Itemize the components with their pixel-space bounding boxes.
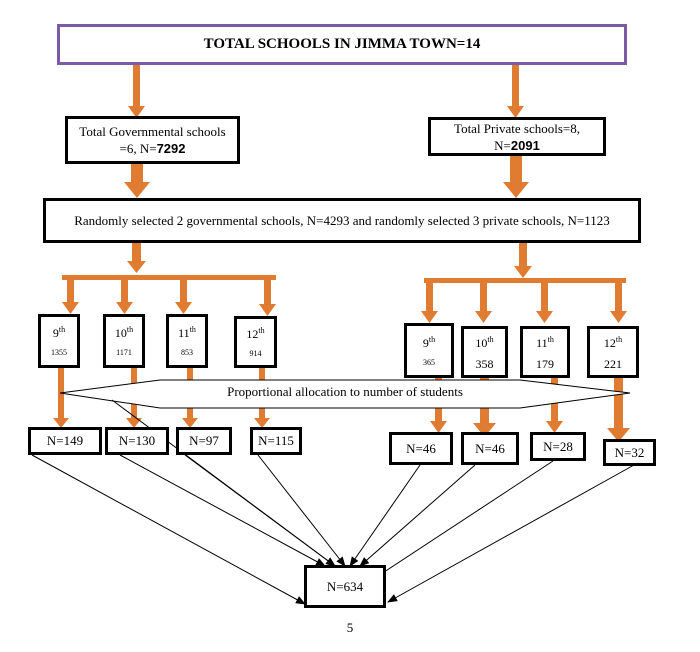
priv-grade-11-box: 11th 179 [520, 326, 570, 378]
gov-distribution-bar [62, 275, 276, 280]
total-sample-box: N=634 [304, 565, 386, 608]
private-schools-box: Total Private schools=8, N=2091 [428, 117, 606, 156]
grade-label: 11 [178, 326, 190, 340]
student-count: 914 [249, 349, 262, 358]
gov-grade-9-box: 9th 1355 [38, 314, 80, 368]
grade-label: 12 [603, 336, 616, 350]
arrow-selection-to-gov-bar [127, 243, 146, 273]
arrow-selection-to-private-bar [514, 243, 532, 278]
priv-sample-11: N=28 [530, 432, 586, 461]
grade-label: 11 [536, 336, 548, 350]
grade-label: 9 [52, 326, 59, 340]
priv-sample-12: N=32 [603, 439, 656, 466]
grade-label: 10 [475, 336, 488, 350]
title-box: TOTAL SCHOOLS IN JIMMA TOWN=14 [57, 24, 627, 65]
governmental-schools-box: Total Governmental schools =6, N=7292 [65, 116, 240, 164]
gov-grade-11-box: 11th 853 [166, 314, 208, 368]
arrow-gov-to-selection [124, 164, 150, 198]
gov-sample-9: N=149 [28, 427, 102, 455]
student-count: 853 [181, 348, 193, 357]
governmental-line2: =6, N=7292 [119, 141, 186, 156]
page-number: 5 [346, 620, 354, 635]
student-count: 1355 [51, 348, 67, 357]
selection-box: Randomly selected 2 governmental schools… [43, 198, 641, 243]
governmental-line1: Total Governmental schools [79, 124, 226, 139]
proportional-allocation-band [59, 379, 631, 409]
priv-grade-10-box: 10th 358 [461, 326, 508, 378]
priv-grade-12-box: 12th 221 [587, 326, 639, 378]
selection-text: Randomly selected 2 governmental schools… [74, 213, 610, 228]
student-count: 221 [604, 357, 622, 371]
student-count: 358 [475, 357, 494, 371]
gov-grade-12-box: 12th 914 [234, 316, 277, 368]
title-text: TOTAL SCHOOLS IN JIMMA TOWN=14 [203, 36, 481, 52]
private-down-arrows [421, 283, 627, 323]
gov-grade-10-box: 10th 1171 [103, 314, 145, 368]
grade-label: 10 [114, 326, 127, 340]
private-line: Total Private schools=8, N=2091 [454, 120, 580, 153]
gov-down-arrows [62, 280, 276, 316]
priv-sample-10: N=46 [461, 432, 519, 465]
gov-sample-11: N=97 [176, 427, 232, 455]
private-distribution-bar [424, 278, 626, 283]
student-count: 1171 [116, 348, 132, 357]
priv-grade-9-box: 9th 365 [404, 323, 454, 378]
arrow-title-to-private [507, 64, 524, 118]
proportional-allocation-label: Proportional allocation to number of stu… [227, 384, 463, 399]
student-count: 365 [423, 357, 435, 367]
priv-sample-9: N=46 [389, 432, 453, 465]
grade-label: 12 [246, 327, 259, 341]
gov-sample-10: N=130 [105, 427, 169, 455]
arrow-title-to-gov [128, 64, 145, 118]
arrow-private-to-selection [503, 156, 529, 198]
gov-sample-12: N=115 [250, 427, 302, 455]
student-count: 179 [536, 357, 554, 371]
grade-label: 9 [422, 335, 429, 350]
